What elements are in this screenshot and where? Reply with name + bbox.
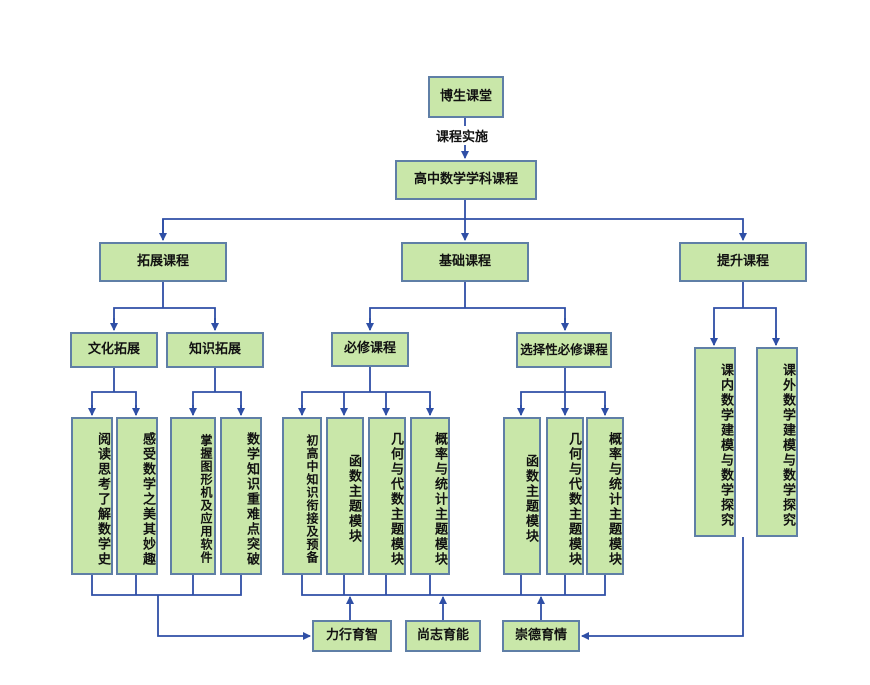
node-geo-sel: 几何与代数主题模块 xyxy=(546,417,584,575)
node-shangzhi: 尚志育能 xyxy=(405,620,481,652)
node-knowledge: 知识拓展 xyxy=(166,332,264,368)
node-chongde: 崇德育情 xyxy=(502,620,580,652)
node-required: 必修课程 xyxy=(331,332,409,367)
node-difficulty: 数学知识重难点突破 xyxy=(220,417,262,575)
node-feel-beauty: 感受数学之美其妙趣 xyxy=(116,417,158,575)
node-transition: 初高中知识衔接及预备 xyxy=(282,417,322,575)
node-geo-req: 几何与代数主题模块 xyxy=(368,417,406,575)
node-root: 博生课堂 xyxy=(428,76,504,118)
edge-label-implementation: 课程实施 xyxy=(434,126,491,145)
node-out-class: 课外数学建模与数学探究 xyxy=(756,347,798,537)
node-prob-req: 概率与统计主题模块 xyxy=(410,417,450,575)
node-in-class: 课内数学建模与数学探究 xyxy=(694,347,736,537)
node-advance: 提升课程 xyxy=(679,242,807,282)
node-basic: 基础课程 xyxy=(401,242,529,282)
node-func-sel: 函数主题模块 xyxy=(503,417,541,575)
node-lixing: 力行育智 xyxy=(312,620,392,652)
node-func-req: 函数主题模块 xyxy=(326,417,364,575)
node-read-history: 阅读思考了解数学史 xyxy=(71,417,113,575)
node-culture: 文化拓展 xyxy=(70,332,158,368)
node-selective: 选择性必修课程 xyxy=(516,332,612,368)
node-main: 高中数学学科课程 xyxy=(395,160,537,200)
node-software: 掌握图形机及应用软件 xyxy=(170,417,216,575)
node-expand: 拓展课程 xyxy=(99,242,227,282)
node-prob-sel: 概率与统计主题模块 xyxy=(586,417,624,575)
